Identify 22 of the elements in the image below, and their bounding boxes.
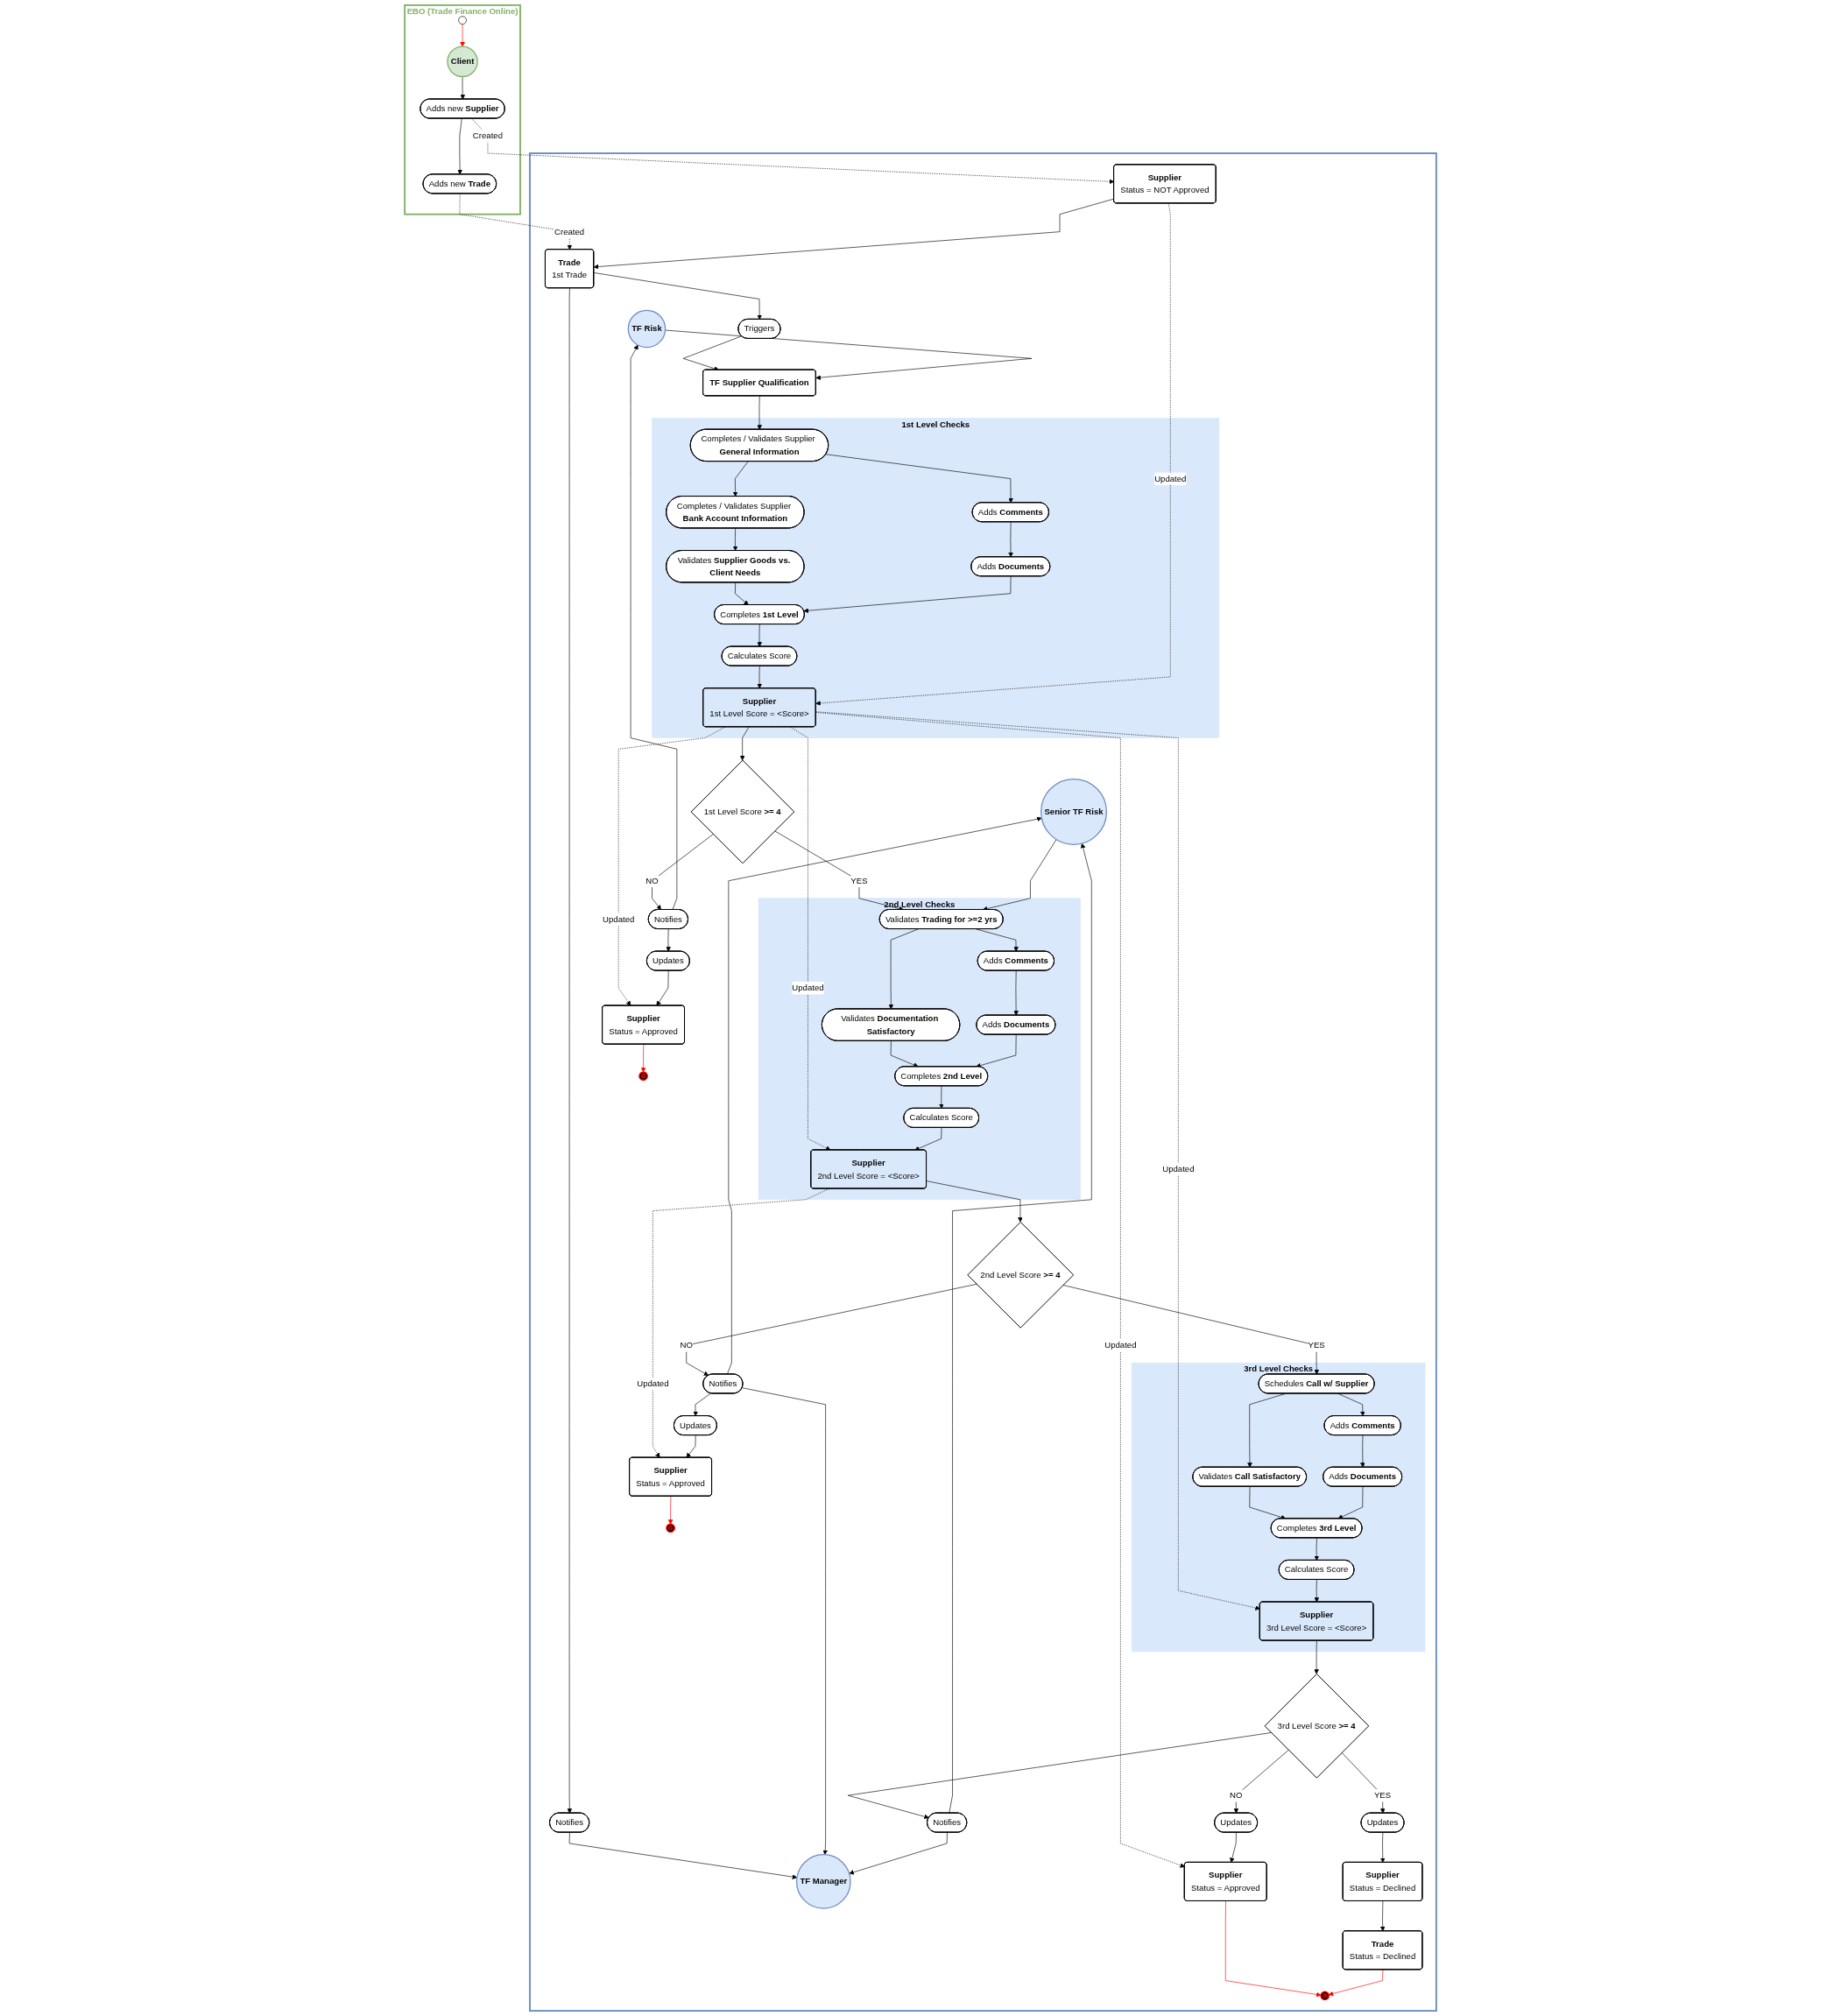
edge-label: YES xyxy=(1308,1340,1325,1350)
edge-label: Updated xyxy=(1162,1164,1195,1174)
node-diamond: 3rd Level Score >= 4 xyxy=(1264,1673,1370,1779)
edge-label: Created xyxy=(554,226,585,236)
edge-label: NO xyxy=(680,1340,693,1350)
node-circle: TF Risk xyxy=(627,309,667,349)
node-circle: Senior TF Risk xyxy=(1040,778,1108,845)
edge-label: YES xyxy=(1373,1790,1392,1801)
edge-label: Updated xyxy=(792,983,824,993)
node-diamond: 1st Level Score >= 4 xyxy=(690,759,795,864)
edge-label: Created xyxy=(472,130,503,141)
node-circle xyxy=(458,16,467,25)
node-circle: TF Manager xyxy=(795,1854,851,1909)
node-circle: Client xyxy=(447,46,478,78)
node-diamond: 2nd Level Score >= 4 xyxy=(967,1221,1075,1329)
edge-label: Updated xyxy=(637,1378,669,1388)
edge-label: NO xyxy=(1229,1790,1243,1801)
edge-label: Updated xyxy=(1154,473,1187,483)
edge-label: NO xyxy=(645,875,659,885)
edge-label: Updated xyxy=(603,913,635,924)
edge-label: YES xyxy=(850,875,868,885)
edge-label: Updated xyxy=(1104,1340,1137,1350)
